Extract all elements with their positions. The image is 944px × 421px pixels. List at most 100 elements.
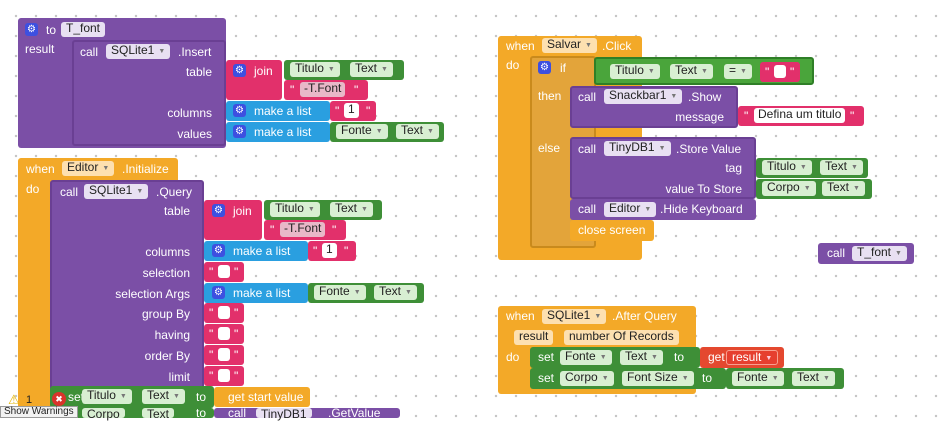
close-screen-block[interactable]: close screen bbox=[570, 220, 654, 241]
empty-string-block[interactable]: " " bbox=[204, 345, 244, 365]
empty-string-block[interactable]: " " bbox=[760, 62, 800, 82]
empty-string-block[interactable]: " " bbox=[204, 303, 244, 323]
getter-fonte-text[interactable]: Fonte▼ Text▼ bbox=[308, 283, 424, 303]
component-dropdown[interactable]: Fonte▼ bbox=[732, 371, 784, 386]
component-dropdown[interactable]: Titulo▼ bbox=[270, 202, 320, 217]
set-corpo-font-size[interactable]: set Corpo▼ Font Size▼ to bbox=[530, 368, 726, 389]
component-dropdown[interactable]: Editor▼ bbox=[604, 202, 657, 217]
operator-dropdown[interactable]: =▼ bbox=[724, 64, 752, 79]
string-value[interactable]: Defina um titulo bbox=[754, 108, 846, 123]
component-dropdown[interactable]: SQLite1▼ bbox=[542, 309, 607, 324]
component-dropdown[interactable]: Salvar▼ bbox=[542, 38, 597, 53]
tinydb-store-call[interactable]: call TinyDB1▼ .Store Value tag value To … bbox=[570, 137, 756, 199]
getter-corpo-text[interactable]: Corpo▼ Text▼ bbox=[756, 179, 872, 199]
component-dropdown[interactable]: Titulo▼ bbox=[610, 64, 660, 79]
empty-string-value[interactable] bbox=[218, 348, 230, 361]
get-start-value-block[interactable]: get start value bbox=[214, 387, 310, 407]
text-string-block[interactable]: " 1 " bbox=[308, 241, 356, 261]
getter-titulo-text[interactable]: Titulo▼ Text▼ bbox=[284, 60, 404, 80]
warnings-indicator[interactable]: ⚠ 1 ✖ Show Warnings bbox=[0, 392, 100, 418]
empty-string-block[interactable]: " " bbox=[204, 262, 244, 282]
string-value[interactable]: 1 bbox=[322, 243, 337, 258]
gear-icon[interactable]: ⚙ bbox=[233, 64, 246, 77]
getter-fonte-text[interactable]: Fonte▼ Text▼ bbox=[726, 368, 844, 389]
chevron-down-icon: ▼ bbox=[701, 68, 708, 75]
component-dropdown[interactable]: Fonte▼ bbox=[560, 350, 612, 365]
text-string-block[interactable]: " 1 " bbox=[330, 101, 376, 121]
empty-string-value[interactable] bbox=[774, 65, 786, 78]
getter-titulo-text[interactable]: Titulo▼ Text▼ bbox=[756, 158, 868, 178]
component-dropdown[interactable]: Titulo▼ bbox=[82, 389, 132, 404]
text-string-block[interactable]: " -T.Font " bbox=[264, 220, 346, 240]
property-dropdown[interactable]: Text▼ bbox=[620, 350, 663, 365]
show-warnings-button[interactable]: Show Warnings bbox=[0, 406, 78, 418]
property-dropdown[interactable]: Font Size▼ bbox=[622, 371, 694, 386]
component-dropdown[interactable]: Corpo▼ bbox=[762, 181, 816, 196]
component-dropdown[interactable]: Editor▼ bbox=[62, 161, 115, 176]
compare-equals-block[interactable]: Titulo▼ Text▼ =▼ " " bbox=[594, 57, 814, 85]
variable-dropdown[interactable]: result▼ bbox=[726, 350, 779, 365]
gear-icon[interactable]: ⚙ bbox=[233, 104, 246, 117]
procedure-dropdown[interactable]: T_font▼ bbox=[852, 246, 907, 261]
property-dropdown[interactable]: Text▼ bbox=[396, 124, 439, 139]
component-dropdown[interactable]: SQLite1▼ bbox=[106, 44, 171, 59]
make-list-block[interactable]: ⚙ make a list bbox=[204, 241, 308, 261]
gear-icon[interactable]: ⚙ bbox=[25, 23, 38, 36]
component-dropdown[interactable]: Titulo▼ bbox=[290, 62, 340, 77]
property-dropdown[interactable]: Text▼ bbox=[142, 389, 185, 404]
call-t-font-block[interactable]: call T_font▼ bbox=[818, 243, 914, 264]
empty-string-block[interactable]: " " bbox=[204, 324, 244, 344]
property-dropdown[interactable]: Text▼ bbox=[330, 202, 373, 217]
set-fonte-text[interactable]: set Fonte▼ Text▼ to bbox=[530, 347, 700, 368]
property-dropdown[interactable]: Text▼ bbox=[792, 371, 835, 386]
getter-fonte-text[interactable]: Fonte▼ Text▼ bbox=[330, 122, 444, 142]
component-dropdown[interactable]: SQLite1▼ bbox=[84, 184, 149, 199]
component-dropdown[interactable]: Titulo▼ bbox=[762, 160, 812, 175]
property-dropdown[interactable]: Text▼ bbox=[350, 62, 393, 77]
text-string-block[interactable]: " -T.Font " bbox=[284, 80, 368, 100]
getter-titulo-text[interactable]: Titulo▼ Text▼ bbox=[264, 200, 382, 220]
property-name: Text bbox=[335, 201, 358, 215]
editor-hide-keyboard-call[interactable]: call Editor▼ .Hide Keyboard bbox=[570, 199, 756, 220]
component-dropdown[interactable]: Corpo▼ bbox=[560, 371, 614, 386]
snackbar-show-call[interactable]: call Snackbar1▼ .Show message bbox=[570, 86, 738, 128]
error-icon: ✖ bbox=[52, 392, 66, 406]
tinydb-getvalue-call[interactable]: call TinyDB1 .GetValue bbox=[214, 407, 400, 421]
make-list-block[interactable]: ⚙ make a list bbox=[226, 122, 330, 142]
gear-icon[interactable]: ⚙ bbox=[212, 204, 225, 217]
empty-string-value[interactable] bbox=[218, 369, 230, 382]
get-result-block[interactable]: get result▼ bbox=[700, 347, 784, 368]
component-dropdown[interactable]: TinyDB1 bbox=[256, 408, 312, 421]
property-dropdown[interactable]: Text bbox=[142, 408, 175, 421]
component-dropdown[interactable]: Fonte▼ bbox=[314, 285, 366, 300]
component-dropdown[interactable]: Fonte▼ bbox=[336, 124, 388, 139]
string-value[interactable]: 1 bbox=[344, 103, 359, 118]
param-number-of-records[interactable]: number Of Records bbox=[564, 330, 679, 345]
empty-string-block[interactable]: " " bbox=[204, 366, 244, 386]
procedure-name[interactable]: T_font bbox=[61, 22, 106, 37]
make-list-block[interactable]: ⚙ make a list bbox=[204, 283, 308, 303]
gear-icon[interactable]: ⚙ bbox=[233, 125, 246, 138]
set-titulo-text[interactable]: set Titulo▼ Text▼ to bbox=[50, 386, 214, 408]
string-value[interactable]: -T.Font bbox=[300, 82, 346, 97]
string-value[interactable]: -T.Font bbox=[280, 222, 326, 237]
empty-string-value[interactable] bbox=[218, 306, 230, 319]
join-block[interactable]: ⚙ join bbox=[204, 200, 262, 240]
param-result[interactable]: result bbox=[514, 330, 554, 345]
property-dropdown[interactable]: Text▼ bbox=[670, 64, 713, 79]
component-dropdown[interactable]: TinyDB1▼ bbox=[604, 141, 671, 156]
property-dropdown[interactable]: Text▼ bbox=[822, 181, 865, 196]
property-dropdown[interactable]: Text▼ bbox=[374, 285, 417, 300]
sqlite-insert-call[interactable]: call SQLite1▼ .Insert table columns valu… bbox=[72, 40, 226, 146]
gear-icon[interactable]: ⚙ bbox=[538, 61, 551, 74]
empty-string-value[interactable] bbox=[218, 265, 230, 278]
join-block[interactable]: ⚙ join bbox=[226, 60, 282, 100]
property-dropdown[interactable]: Text▼ bbox=[820, 160, 863, 175]
text-string-block[interactable]: " Defina um titulo " bbox=[738, 106, 864, 126]
gear-icon[interactable]: ⚙ bbox=[212, 286, 225, 299]
gear-icon[interactable]: ⚙ bbox=[212, 244, 225, 257]
empty-string-value[interactable] bbox=[218, 327, 230, 340]
component-dropdown[interactable]: Snackbar1▼ bbox=[604, 89, 683, 104]
sqlite-query-call[interactable]: call SQLite1▼ .Query table columns selec… bbox=[50, 180, 204, 392]
make-list-block[interactable]: ⚙ make a list bbox=[226, 101, 330, 121]
